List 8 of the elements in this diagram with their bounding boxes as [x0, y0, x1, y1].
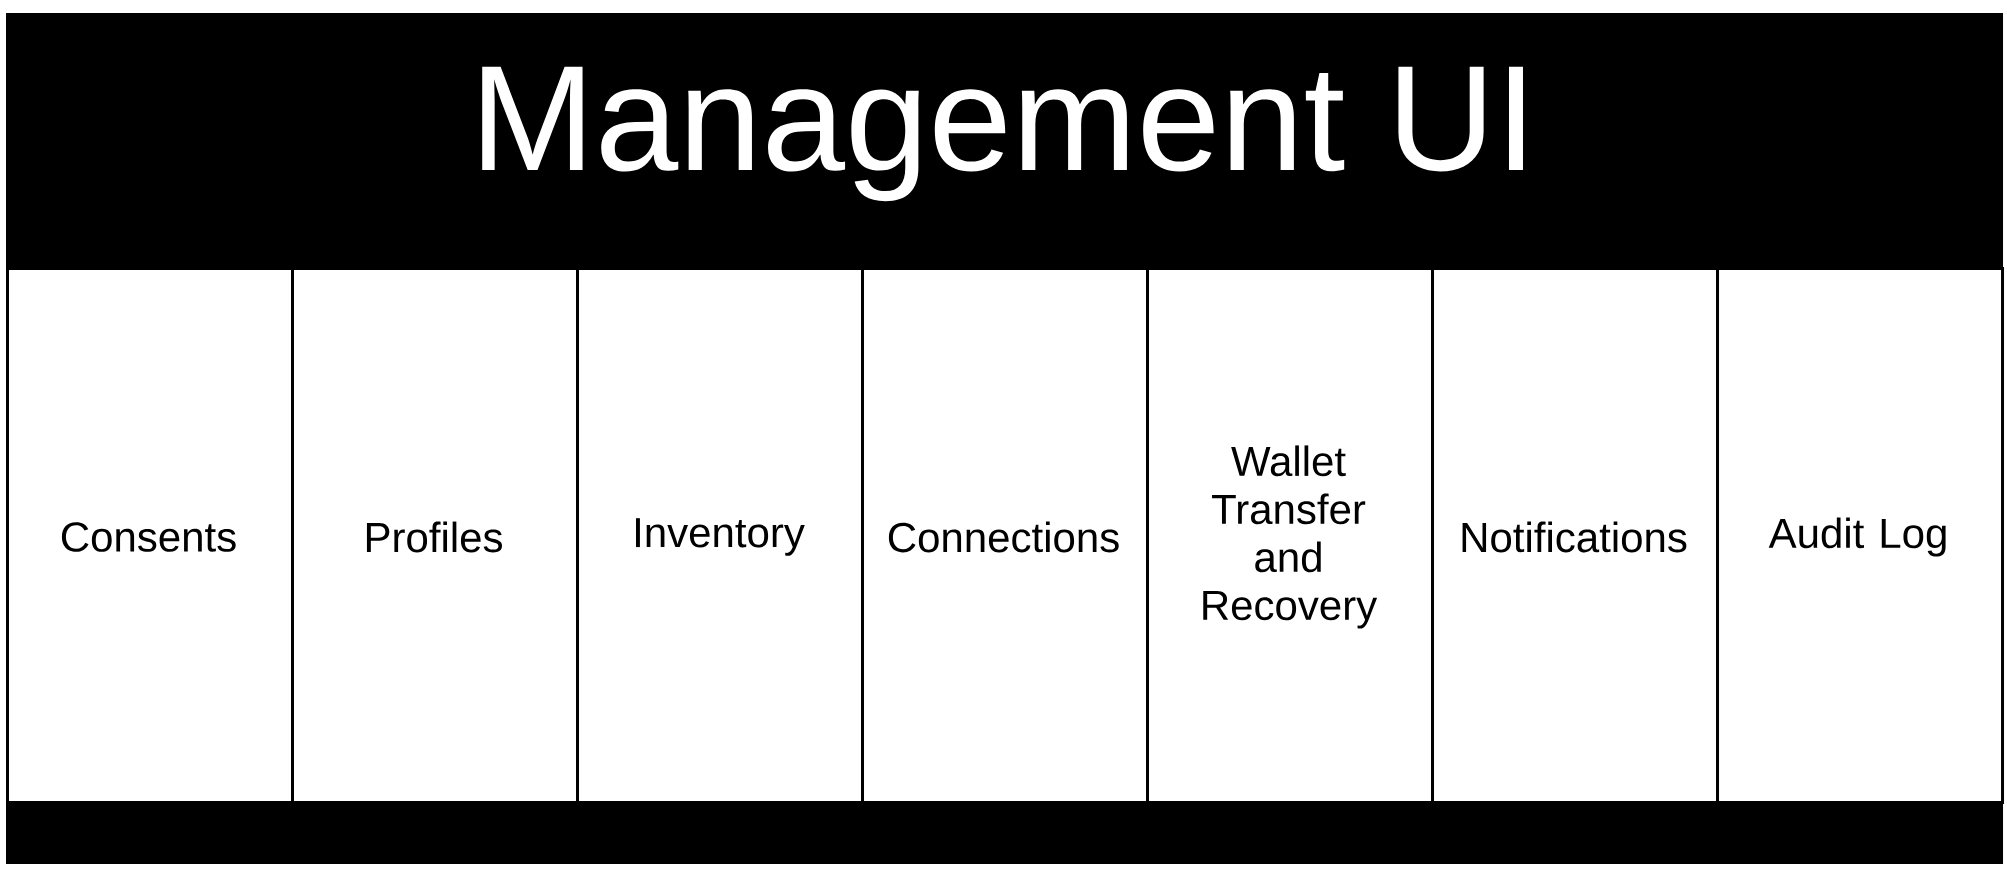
- section-box: Inventory: [576, 267, 864, 804]
- section-box: Profiles: [291, 267, 579, 804]
- title: Management UI: [482, 66, 1523, 202]
- section-box: Wallet Transfer and Recovery: [1146, 267, 1434, 804]
- section-box: Notifications: [1431, 267, 1719, 804]
- section-box: Connections: [861, 267, 1149, 804]
- section-box: Consents: [6, 267, 294, 804]
- section-box: Audit Log: [1716, 267, 2004, 804]
